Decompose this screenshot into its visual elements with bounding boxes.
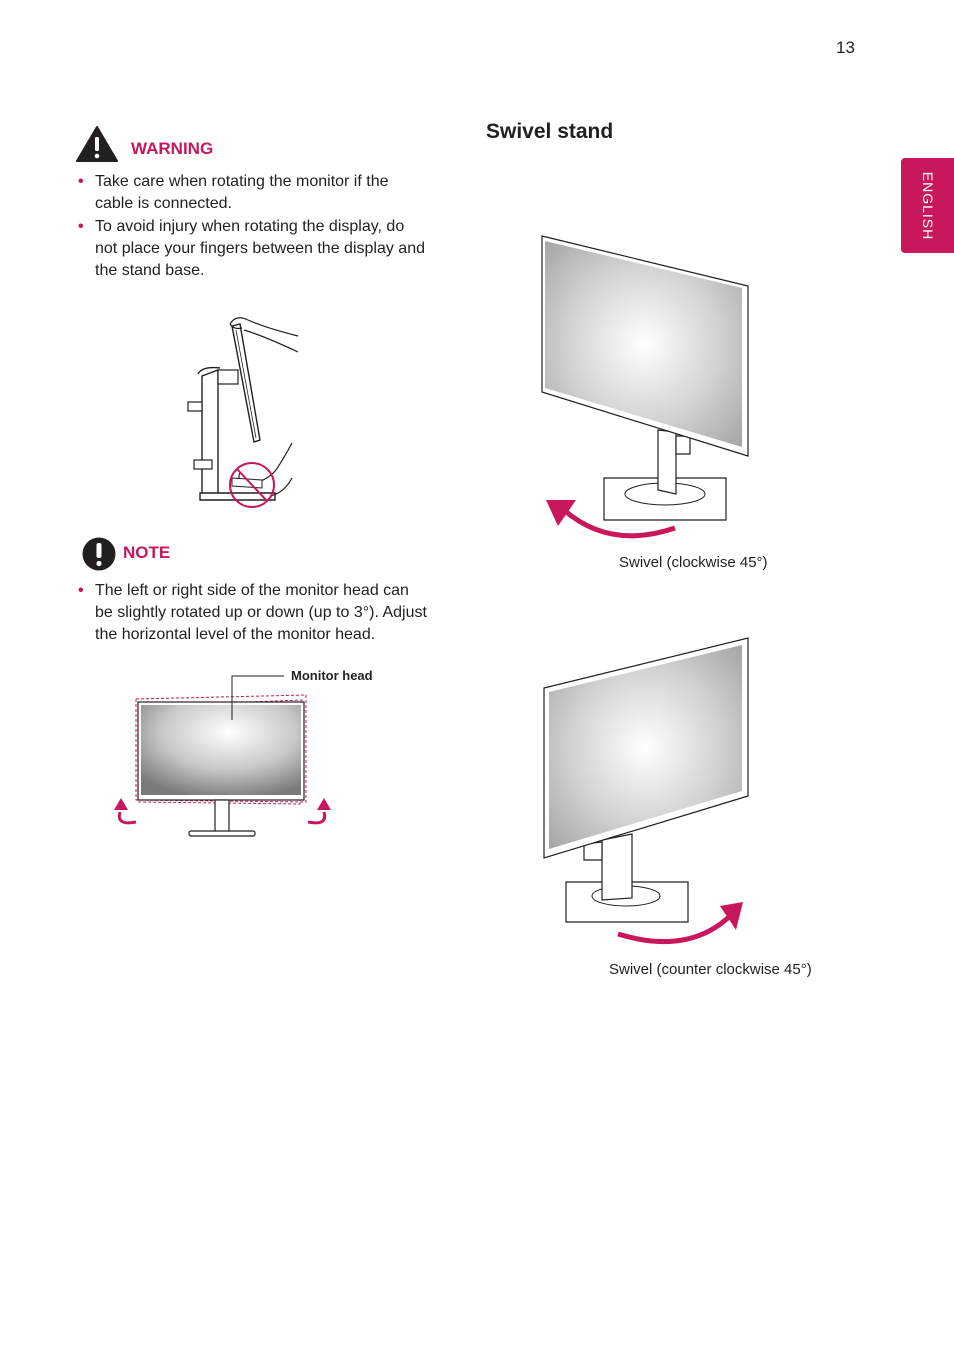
note-icon [82, 537, 116, 571]
language-tab-label: ENGLISH [919, 171, 936, 240]
warning-list: Take care when rotating the monitor if t… [76, 171, 428, 283]
section-title: Swivel stand [486, 120, 614, 143]
swivel-clockwise-illustration [541, 235, 749, 539]
warning-title: WARNING [131, 139, 214, 158]
note-title: NOTE [123, 543, 171, 562]
warning-item: Take care when rotating the monitor if t… [76, 171, 428, 215]
monitor-head-label: Monitor head [291, 668, 373, 683]
monitor-head-diagram [114, 675, 331, 837]
caption-clockwise: Swivel (clockwise 45°) [619, 554, 768, 571]
swivel-counter-clockwise-illustration [543, 637, 749, 945]
note-item: The left or right side of the monitor he… [76, 580, 428, 646]
caption-counter-clockwise: Swivel (counter clockwise 45°) [609, 961, 812, 978]
rotation-warning-illustration [187, 317, 299, 508]
warning-icon [76, 126, 118, 162]
page-number: 13 [836, 38, 855, 57]
language-tab: ENGLISH [901, 158, 954, 253]
note-list: The left or right side of the monitor he… [76, 580, 428, 647]
warning-item: To avoid injury when rotating the displa… [76, 216, 428, 282]
